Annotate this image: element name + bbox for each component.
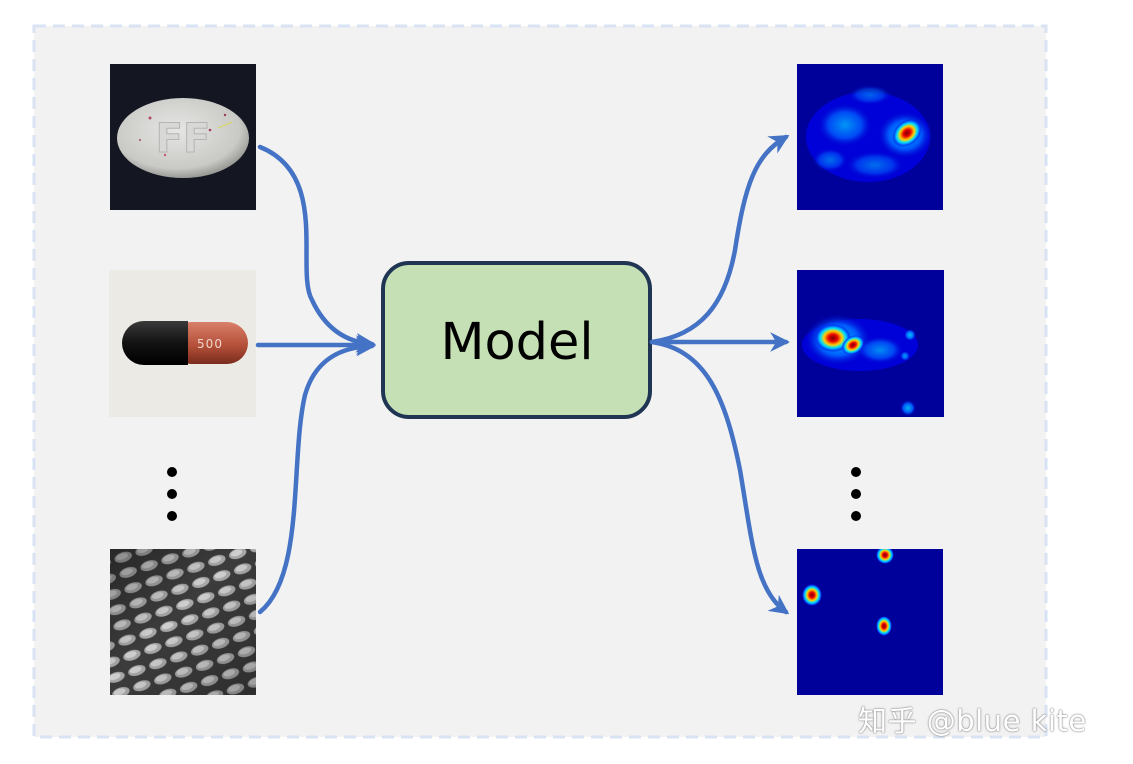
svg-text:FF: FF — [156, 116, 211, 162]
input-image-capsule: 500 — [109, 270, 256, 417]
model-label: Model — [440, 313, 593, 372]
watermark: 知乎 @blue kite — [858, 704, 1087, 738]
input-image-grid — [110, 549, 256, 695]
arrow-model-to-pill-map — [649, 134, 790, 345]
more-inputs-ellipsis — [167, 467, 177, 521]
output-heatmap-capsule — [797, 270, 944, 417]
output-heatmap-pill — [797, 64, 943, 210]
arrow-model-to-grid-map — [649, 339, 790, 615]
arrow-pill-to-model — [257, 144, 376, 353]
model-box — [381, 261, 652, 419]
more-outputs-ellipsis — [851, 467, 861, 521]
arrow-grid-to-model — [257, 336, 376, 615]
capsule-print: 500 — [197, 337, 223, 351]
output-heatmap-grid — [797, 549, 943, 695]
input-arrows — [255, 144, 376, 615]
input-image-pill: FF — [110, 64, 256, 210]
output-arrows — [649, 134, 790, 615]
